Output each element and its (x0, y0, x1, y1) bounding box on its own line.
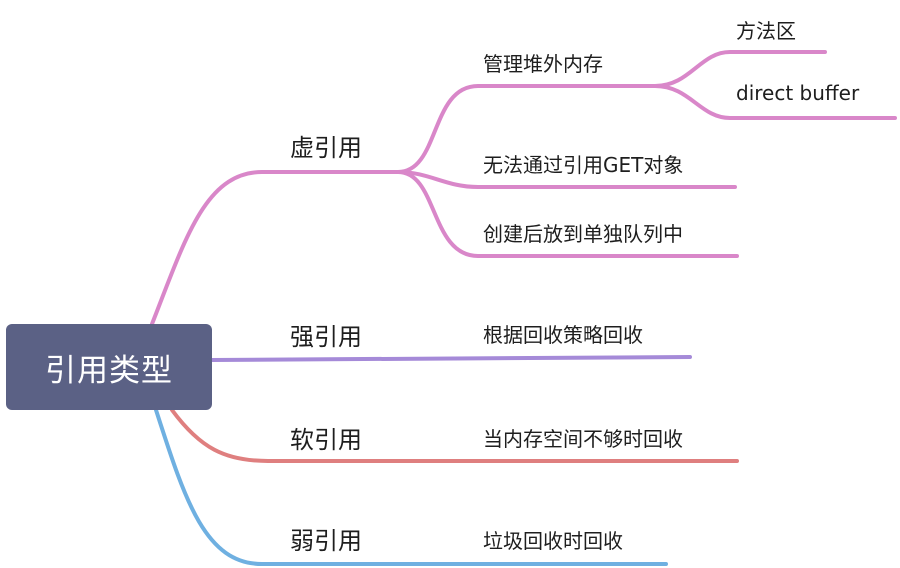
strong-reference-label: 强引用 (290, 323, 362, 351)
separate-queue-label: 创建后放到单独队列中 (483, 222, 683, 246)
edge-phantom-offheap (396, 84, 657, 174)
edge-root-soft (170, 408, 739, 463)
weak-desc-label: 垃圾回收时回收 (483, 529, 623, 553)
soft-desc-label: 当内存空间不够时回收 (483, 427, 683, 451)
soft-reference-label: 软引用 (290, 426, 362, 454)
no-get-object-label: 无法通过引用GET对象 (483, 153, 684, 177)
root-label: 引用类型 (45, 352, 173, 389)
edge-phantom-queue (396, 170, 739, 258)
direct-buffer-label: direct buffer (736, 81, 860, 105)
edge-root-phantom (150, 170, 400, 326)
edge-offheap-direct-buffer (653, 84, 897, 120)
weak-reference-label: 弱引用 (290, 527, 362, 555)
edge-offheap-method-area (653, 50, 827, 88)
edge-root-strong (210, 355, 692, 362)
edge-root-weak (154, 408, 668, 566)
method-area-label: 方法区 (736, 19, 796, 43)
offheap-memory-label: 管理堆外内存 (483, 52, 603, 76)
phantom-reference-label: 虚引用 (290, 134, 362, 162)
strong-desc-label: 根据回收策略回收 (483, 323, 643, 347)
root-node: 引用类型 (6, 324, 212, 410)
